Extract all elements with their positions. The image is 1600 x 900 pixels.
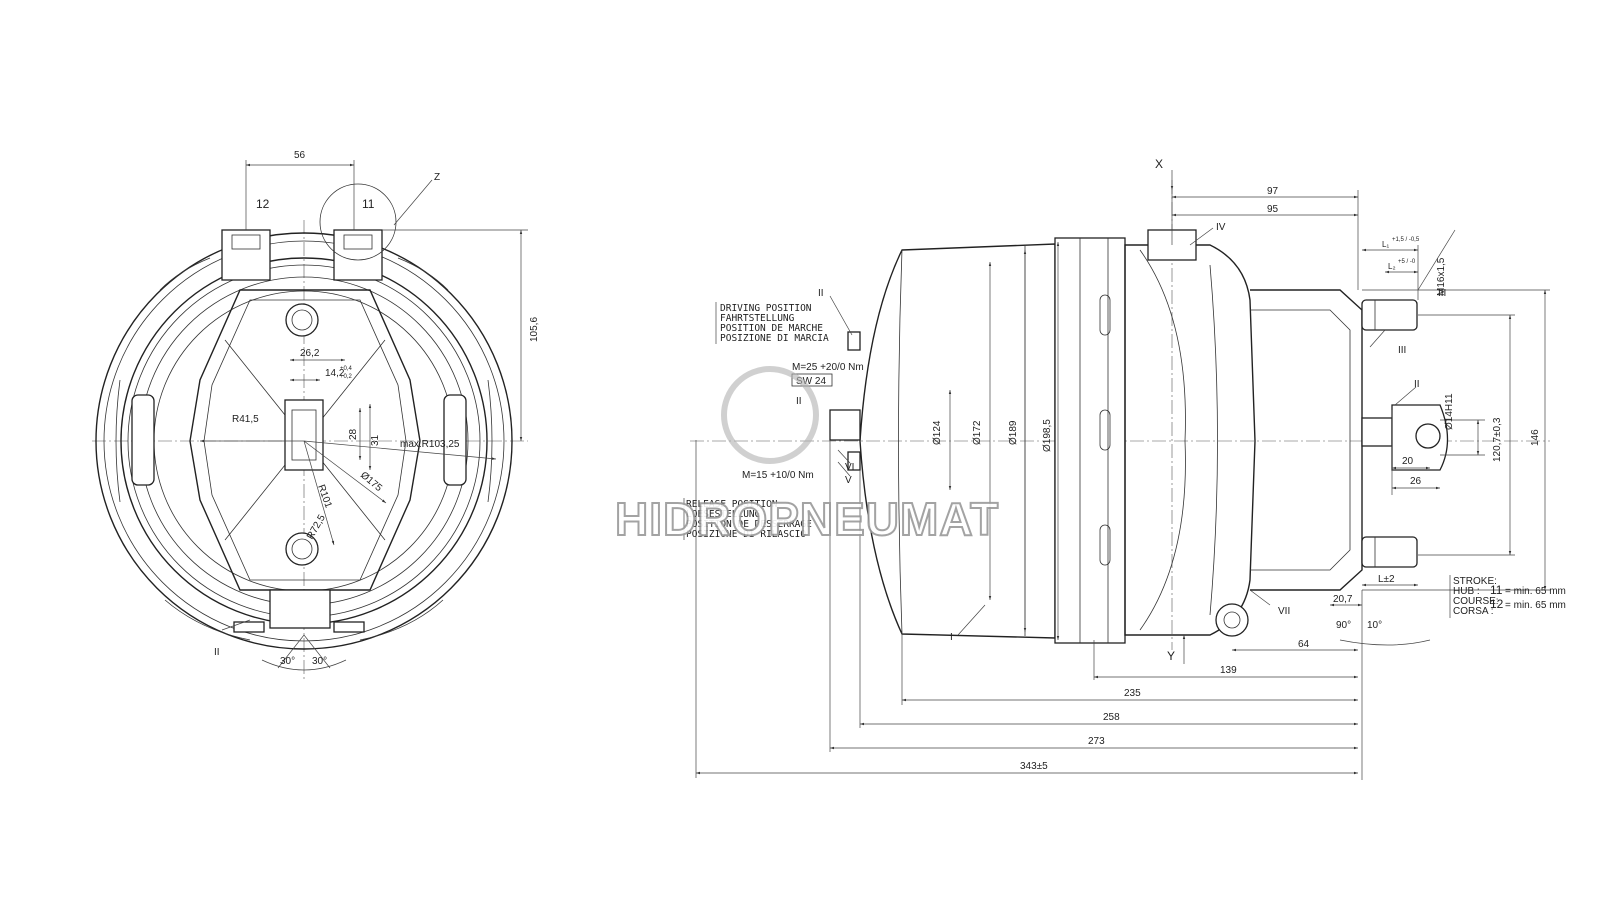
dim-343: 343±5: [1020, 761, 1048, 772]
svg-text:POSITION DE DESSERRAGE: POSITION DE DESSERRAGE: [686, 519, 812, 530]
dim-max-r103: max.R103,25: [400, 439, 460, 450]
roman-i: I: [950, 632, 953, 643]
release-position-note: RELEASE POSITION LOESESTELLUNG POSITION …: [683, 498, 812, 540]
dim-14-2: 14,2: [325, 368, 345, 379]
mounting-hole-bottom: [285, 532, 319, 566]
dim-258: 258: [1103, 712, 1120, 723]
svg-text:COURSE:: COURSE:: [1453, 596, 1499, 607]
dim-l2-tol: +5 / -0: [1398, 259, 1416, 265]
mounting-hole-top: [285, 303, 319, 337]
dim-28: 28: [348, 428, 359, 440]
torque-top: M=25 +20/0 Nm: [792, 362, 864, 373]
front-view: 56 12 11 Z 105,6 26,2 14,2 +0,4 +0,2 R41…: [92, 150, 540, 680]
dim-l2: L₂: [1388, 262, 1396, 271]
svg-text:STROKE:: STROKE:: [1453, 576, 1497, 587]
angle-30-left: 30°: [280, 656, 295, 667]
release-bolt: [829, 409, 861, 441]
svg-text:DRIVING POSITION: DRIVING POSITION: [720, 303, 812, 314]
dim-95: 95: [1267, 204, 1279, 215]
clamp-ring: [115, 257, 493, 641]
thread-m16: M16x1,5: [1436, 257, 1447, 296]
dim-273: 273: [1088, 736, 1105, 747]
dim-l-pm-2: L±2: [1378, 574, 1395, 585]
roman-vii: VII: [1278, 606, 1290, 617]
service-chamber: [1124, 244, 1256, 636]
dim-97: 97: [1267, 186, 1279, 197]
roman-ii-right: II: [1414, 379, 1420, 390]
dim-d14h11: Ø14H11: [1444, 393, 1455, 430]
dim-105-6: 105,6: [529, 317, 540, 342]
stroke-table: STROKE: HUB : COURSE: CORSA : 11 = min. …: [1449, 575, 1566, 618]
dim-r101: R101: [315, 483, 334, 510]
clamp-band: [1054, 237, 1126, 644]
svg-text:HUB :: HUB :: [1453, 586, 1480, 597]
dim-d124: Ø124: [932, 420, 943, 445]
axis-x: X: [1155, 157, 1163, 171]
angle-90: 90°: [1336, 620, 1351, 631]
roman-iii-top: III: [1438, 288, 1446, 299]
item-ii-front: II: [214, 647, 220, 658]
dim-120-7: 120,7±0,3: [1492, 417, 1503, 462]
port-12: [221, 229, 271, 281]
svg-text:POSIZIONE DI RILASCIO: POSIZIONE DI RILASCIO: [686, 529, 806, 540]
center-fork: [284, 399, 324, 471]
stroke-11-key: 11: [1490, 583, 1503, 597]
svg-text:POSIZIONE DI MARCIA: POSIZIONE DI MARCIA: [720, 333, 829, 344]
dim-26: 26: [1410, 476, 1422, 487]
dim-d175: Ø175: [358, 470, 384, 494]
roman-ii-top: II: [818, 288, 824, 299]
svg-text:POSITION DE MARCHE: POSITION DE MARCHE: [720, 323, 823, 334]
port-12-label: 12: [256, 197, 270, 211]
dim-235: 235: [1124, 688, 1141, 699]
stroke-12-value: = min. 65 mm: [1505, 600, 1566, 611]
roman-ii-mid: II: [796, 396, 802, 407]
wrench-size: SW 24: [796, 376, 826, 387]
dim-d172: Ø172: [972, 420, 983, 445]
stroke-11-value: = min. 65 mm: [1505, 586, 1566, 597]
port-11: [333, 229, 383, 281]
dim-139: 139: [1220, 665, 1237, 676]
detail-z-label: Z: [434, 172, 440, 183]
watermark: HIDROPNEUMAT: [614, 366, 999, 546]
port-11-label: 11: [362, 197, 375, 211]
dim-31: 31: [370, 434, 381, 446]
push-rod: [1361, 417, 1393, 447]
roman-vi: VI: [845, 462, 854, 473]
bolt-upper: [1361, 299, 1418, 331]
roman-iii-bottom: III: [1398, 345, 1406, 356]
svg-text:RELEASE POSITION: RELEASE POSITION: [686, 499, 778, 510]
dim-l1-tol: +1,5 / -0,5: [1392, 237, 1420, 243]
side-view: X Y 97 95 L₁ +1,5 / -0,5 L₂ +5 / -0 M16x…: [683, 157, 1566, 780]
roman-iv: IV: [1216, 222, 1226, 233]
axis-y: Y: [1167, 649, 1175, 663]
dim-20-7: 20,7: [1333, 594, 1353, 605]
dim-d189: Ø189: [1008, 420, 1019, 445]
roman-v: V: [845, 475, 852, 486]
dim-26-2: 26,2: [300, 348, 320, 359]
dim-l1: L₁: [1382, 240, 1389, 249]
dim-20: 20: [1402, 456, 1414, 467]
dim-146: 146: [1530, 429, 1541, 446]
dim-d198-5: Ø198,5: [1042, 419, 1053, 452]
stroke-12-key: 12: [1490, 597, 1504, 611]
angle-10: 10°: [1367, 620, 1382, 631]
dim-56: 56: [294, 150, 306, 161]
spring-chamber: [859, 243, 1056, 639]
dim-14-2-tol-lower: +0,2: [340, 374, 353, 380]
svg-text:CORSA :: CORSA :: [1453, 606, 1494, 617]
dim-r41-5: R41,5: [232, 414, 259, 425]
driving-position-note: DRIVING POSITION FAHRTSTELLUNG POSITION …: [715, 302, 829, 344]
dim-r72-5: R72,5: [305, 513, 328, 542]
dim-14-2-tol-upper: +0,4: [340, 366, 353, 372]
cast-spider: [189, 289, 421, 591]
watermark-text: HIDROPNEUMAT: [615, 493, 999, 545]
svg-text:LOESESTELLUNG: LOESESTELLUNG: [686, 509, 761, 520]
bolt-lower: [1361, 536, 1418, 568]
torque-bottom: M=15 +10/0 Nm: [742, 470, 814, 481]
dim-64: 64: [1298, 639, 1310, 650]
angle-30-right: 30°: [312, 656, 327, 667]
svg-text:FAHRTSTELLUNG: FAHRTSTELLUNG: [720, 313, 795, 324]
